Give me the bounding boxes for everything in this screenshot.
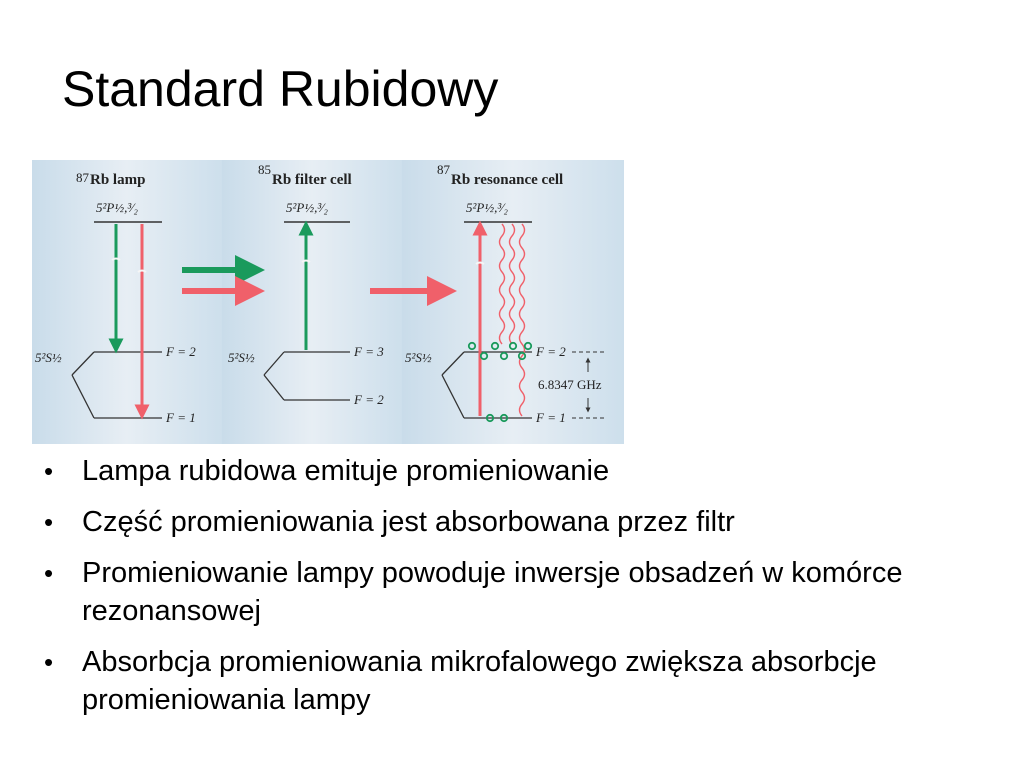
panel-resonance-upper-label: 5²P½,³⁄₂ (466, 200, 508, 215)
bullet-text: Absorbcja promieniowania mikrofalowego z… (82, 646, 877, 716)
panel-filter-isotope: 85 (258, 162, 271, 177)
bullet-text: Część promieniowania jest absorbowana pr… (82, 506, 735, 538)
panel-resonance-isotope: 87 (437, 162, 451, 177)
panel-lamp-f-lower: F = 1 (165, 410, 196, 425)
bullet-item: • Promieniowanie lampy powoduje inwersje … (44, 554, 1004, 630)
panel-resonance-population-f1 (485, 413, 509, 423)
panel-lamp-split-up (71, 351, 95, 376)
panel-lamp-f-upper: F = 2 (165, 344, 196, 359)
panel-resonance-ground-label: 5²S½ (405, 350, 432, 365)
slide-title: Standard Rubidowy (62, 61, 499, 117)
panel-resonance-f-lower: F = 1 (535, 410, 566, 425)
panel-lamp-ground-label: 5²S½ (35, 350, 62, 365)
panel-lamp-bg (32, 160, 222, 444)
panel-filter-split-down (263, 374, 285, 401)
bullet-list: • Lampa rubidowa emituje promieniowanie •… (44, 452, 1004, 732)
panel-lamp-isotope: 87 (76, 170, 90, 185)
bullet-item: • Lampa rubidowa emituje promieniowanie (44, 452, 1004, 490)
diagram-svg: 87 Rb lamp 5²P½,³⁄₂ 5²S½ F = 2 F = 1 85 … (32, 160, 624, 444)
panel-lamp-title: Rb lamp (90, 172, 145, 188)
bullet-dot-icon: • (44, 647, 54, 677)
panel-resonance-f-upper: F = 2 (535, 344, 566, 359)
panel-resonance-split-up (441, 351, 465, 376)
bullet-dot-icon: • (44, 507, 54, 537)
panel-resonance-break-mark (475, 261, 485, 265)
panel-filter-upper-label: 5²P½,³⁄₂ (286, 200, 328, 215)
panel-filter-split-up (263, 351, 285, 376)
panel-resonance-title: Rb resonance cell (451, 172, 563, 188)
bullet-text: Lampa rubidowa emituje promieniowanie (82, 455, 610, 487)
panel-lamp-break-marks (111, 257, 147, 273)
panel-resonance-population-f2 (467, 341, 533, 361)
bullet-dot-icon: • (44, 456, 54, 486)
panel-filter-title: Rb filter cell (272, 172, 352, 188)
panel-lamp-upper-label: 5²P½,³⁄₂ (96, 200, 138, 215)
panel-lamp-split-down (71, 374, 95, 419)
panel-filter-f-upper: F = 3 (353, 344, 384, 359)
panel-filter-break-mark (301, 259, 311, 263)
panel-resonance-split-down (441, 374, 465, 419)
panel-filter-f-lower: F = 2 (353, 392, 384, 407)
bullet-text: Promieniowanie lampy powoduje inwersje o… (82, 557, 903, 627)
panel-resonance-wave-1 (498, 223, 506, 345)
panel-resonance-wave-3 (518, 223, 526, 417)
panel-resonance-wave-2 (508, 223, 516, 345)
panel-resonance-splitting: 6.8347 GHz (538, 377, 602, 392)
bullet-dot-icon: • (44, 558, 54, 588)
bullet-item: • Część promieniowania jest absorbowana p… (44, 503, 1004, 541)
panel-filter-ground-label: 5²S½ (228, 350, 255, 365)
panel-resonance-bg (402, 160, 624, 444)
rubidium-diagram: 87 Rb lamp 5²P½,³⁄₂ 5²S½ F = 2 F = 1 85 … (32, 160, 624, 444)
bullet-item: • Absorbcja promieniowania mikrofalowego … (44, 643, 1004, 719)
